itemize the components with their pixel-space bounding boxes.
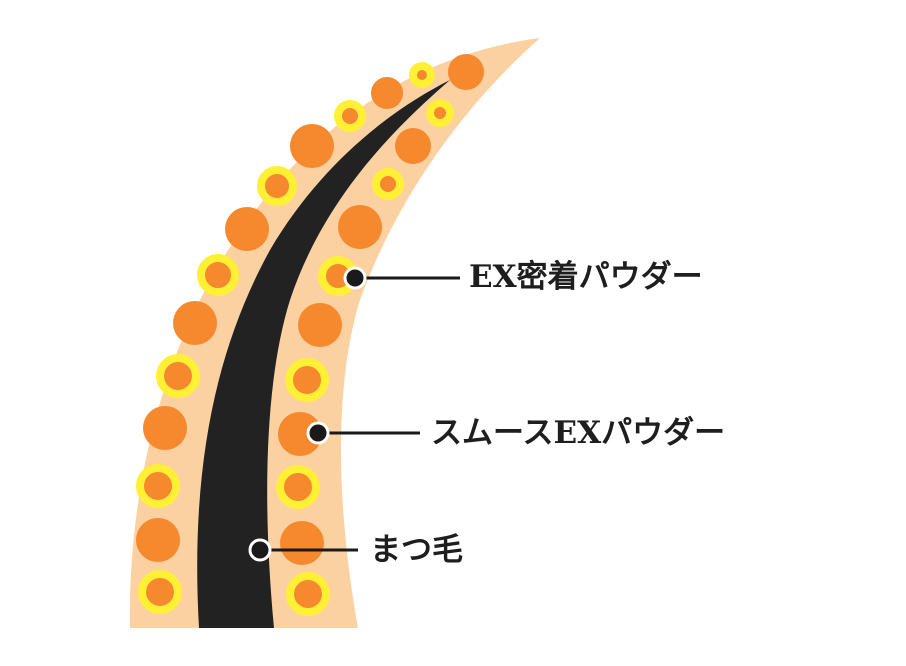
ringed-powder-particle (276, 465, 320, 509)
pointer-dot-ex-adhesion (343, 266, 367, 290)
powder-particle (371, 77, 403, 109)
powder-particle (278, 412, 322, 456)
pointer-dot-smooth-ex (306, 421, 330, 445)
eyelash-strand (197, 80, 450, 628)
label-smooth-ex-powder: スムースEXパウダー (431, 415, 726, 451)
ringed-powder-particle (285, 358, 329, 402)
pointer-dot-eyelash (248, 538, 272, 562)
ringed-powder-particle (334, 100, 366, 132)
ringed-powder-particle (138, 570, 182, 614)
ringed-powder-particle (197, 254, 239, 296)
ringed-powder-particle (409, 62, 435, 88)
ringed-powder-particle (257, 166, 297, 206)
label-eyelash: まつ毛 (370, 532, 463, 568)
powder-particle (448, 54, 484, 90)
powder-particle (280, 521, 324, 565)
powder-particles (136, 54, 484, 616)
powder-particle (290, 124, 334, 168)
ringed-powder-particle (156, 354, 200, 398)
label-ex-adhesion-powder: EX密着パウダー (469, 259, 703, 295)
powder-particle (395, 128, 431, 164)
powder-particle (338, 205, 382, 249)
powder-particle (136, 518, 180, 562)
ringed-powder-particle (286, 572, 330, 616)
ringed-powder-particle (426, 99, 454, 127)
leader-lines (260, 276, 460, 552)
powder-particle (173, 301, 217, 345)
powder-particle (143, 406, 187, 450)
powder-particle (225, 207, 269, 251)
powder-particle (298, 303, 342, 347)
ringed-powder-particle (136, 464, 180, 508)
ringed-powder-particle (372, 168, 404, 200)
